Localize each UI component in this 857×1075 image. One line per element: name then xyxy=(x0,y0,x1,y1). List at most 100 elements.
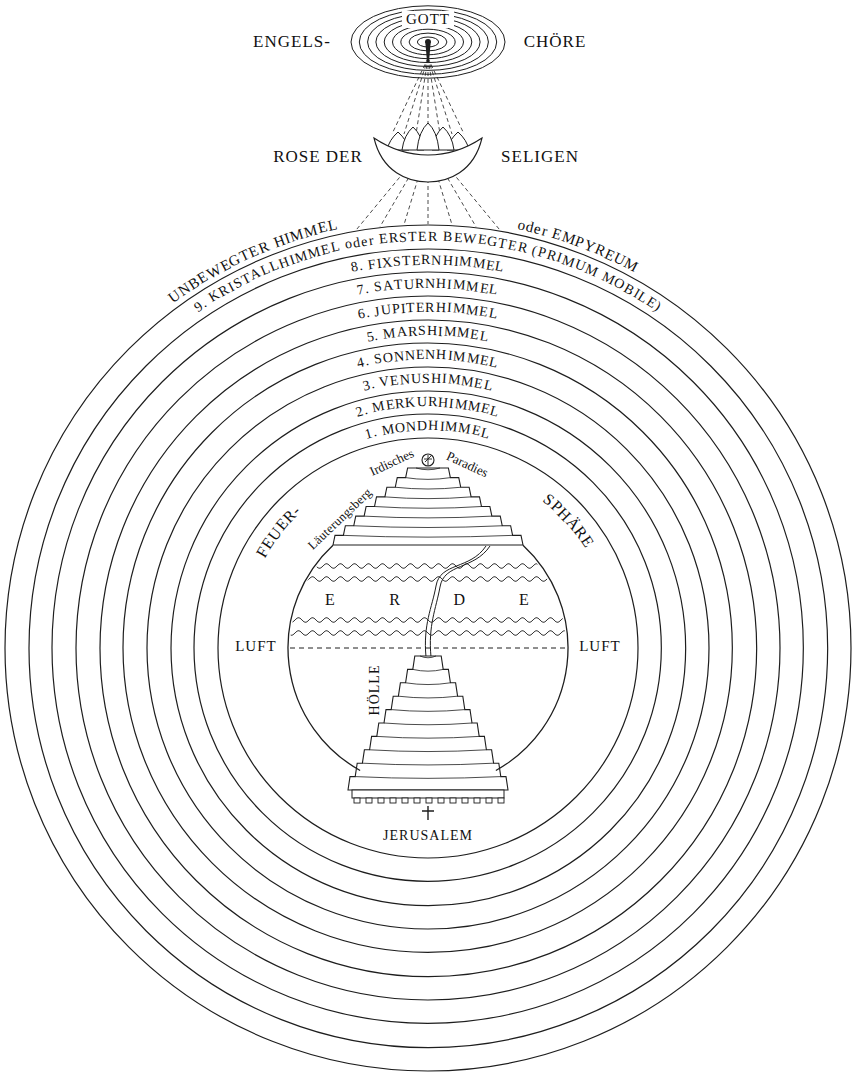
sphere-circle xyxy=(171,391,686,906)
sphere-label: 9. KRISTALLHIMMEL oder ERSTER BEWEGTER (… xyxy=(185,223,672,321)
letter: r xyxy=(368,233,376,248)
city-merlon xyxy=(354,798,360,803)
letter: D xyxy=(453,592,465,608)
letter: L xyxy=(326,217,339,234)
letter: M xyxy=(444,420,459,435)
heaven-sphere-outline xyxy=(29,249,828,1048)
purgatory-mountain-ledge xyxy=(416,468,440,470)
sphere-label: 1. MONDHIMMEL xyxy=(355,412,499,448)
angel-choir-ring xyxy=(359,10,496,75)
letter: L xyxy=(482,378,494,394)
letter: N xyxy=(431,253,442,267)
rose-petal xyxy=(417,123,439,150)
letter: M xyxy=(472,256,487,272)
earth-globe-outline xyxy=(288,508,568,788)
hell-funnel-ledge xyxy=(406,683,451,685)
empyrean-label: oder EMPYREUM xyxy=(507,210,646,281)
god-point xyxy=(425,39,431,45)
letter: N xyxy=(425,277,436,291)
letter: B xyxy=(443,230,454,245)
letter: H xyxy=(442,254,454,269)
letter: R xyxy=(389,592,400,608)
paradise-label: Irdisches xyxy=(368,446,417,479)
sphere-circle xyxy=(100,320,757,977)
water-wave xyxy=(288,564,568,569)
letter: I xyxy=(400,301,407,315)
hell-funnel-ledge xyxy=(370,750,487,752)
rose-label: ROSE DER xyxy=(273,147,363,167)
letter: N xyxy=(404,348,416,363)
letter: M xyxy=(447,372,462,387)
hell-funnel-ledge xyxy=(355,777,501,779)
sphere-label: 3. VENUSHIMMEL xyxy=(353,365,503,400)
letter: U xyxy=(403,277,415,292)
city-merlon xyxy=(438,798,444,803)
letter: R xyxy=(428,230,439,244)
sphere-circle xyxy=(218,438,638,858)
air-label: LUFT xyxy=(579,638,621,655)
light-beam xyxy=(404,58,428,134)
letter: A xyxy=(382,279,395,294)
purgatory-mountain-ledge xyxy=(343,535,512,537)
purgatory-mountain-ledge xyxy=(375,507,482,509)
hell-funnel-ledge xyxy=(384,723,472,725)
sphere-circle xyxy=(194,414,661,881)
horizon-line xyxy=(290,648,566,649)
god-ellipse: GOTT xyxy=(350,3,506,81)
letter: M xyxy=(452,278,467,293)
rose-bowl xyxy=(374,138,482,182)
rose-label: SELIGEN xyxy=(501,147,579,167)
fire-sphere-outline xyxy=(218,438,638,858)
water-wave xyxy=(288,631,568,636)
letter: E xyxy=(390,373,401,388)
letter: P xyxy=(391,302,401,317)
sphere-label: 2. MERKURHIMMEL xyxy=(346,388,509,426)
heaven-sphere: ERDEFEUER-SPHÄRELUFTLUFT1. MONDHIMMEL2. … xyxy=(5,225,851,1071)
hell-funnel-ledge xyxy=(377,736,479,738)
letter: R xyxy=(414,277,425,291)
city-merlon xyxy=(498,798,504,803)
letter: E xyxy=(416,348,426,362)
heaven-sphere: ERDEFEUER-SPHÄRELUFTLUFT1. MONDHIMMEL2. … xyxy=(123,343,732,952)
letter: R xyxy=(516,240,529,256)
cross-symbol xyxy=(422,806,434,820)
paradise-tree xyxy=(424,455,432,466)
purgatory-mountain-ledge xyxy=(385,497,471,499)
letter: X xyxy=(381,255,394,270)
sphere-circle xyxy=(76,296,780,1000)
letter: U xyxy=(416,395,427,409)
letter: E xyxy=(519,592,529,608)
letter: M xyxy=(443,325,457,340)
letter: L xyxy=(479,426,492,442)
angel-choir-ring xyxy=(401,29,455,55)
letter: T xyxy=(406,301,416,315)
earth-label: ERDE xyxy=(314,584,540,616)
choir-label: ENGELS- xyxy=(253,32,331,52)
hell-label: HÖLLE xyxy=(367,665,383,716)
letter: N xyxy=(406,419,418,434)
sphere-circle xyxy=(29,249,828,1048)
city-merlon xyxy=(426,798,432,803)
letter: H xyxy=(438,396,450,411)
letter: . xyxy=(373,328,380,343)
letter: O xyxy=(382,350,395,365)
letter: L xyxy=(479,329,491,344)
light-beam xyxy=(452,172,500,230)
letter: N xyxy=(425,348,436,362)
sphere-label: 8. FIXSTERNHIMMEL xyxy=(341,246,514,281)
heaven-sphere: ERDEFEUER-SPHÄRELUFTLUFT1. MONDHIMMEL2. … xyxy=(76,296,780,1000)
letter: R xyxy=(427,395,438,409)
water-wave xyxy=(288,577,568,582)
paradise-globe xyxy=(422,454,434,466)
light-beam xyxy=(428,58,440,134)
hell-funnel-ledge xyxy=(391,710,465,712)
letter: T xyxy=(408,230,418,244)
letter: M xyxy=(459,255,474,270)
hell-funnel-ledge xyxy=(362,763,493,765)
heaven-sphere-outline xyxy=(123,343,732,952)
heaven-sphere: ERDEFEUER-SPHÄRELUFTLUFT1. MONDHIMMEL2. … xyxy=(147,367,709,929)
light-beam xyxy=(392,58,428,134)
hell-funnel-ledge xyxy=(413,669,443,671)
